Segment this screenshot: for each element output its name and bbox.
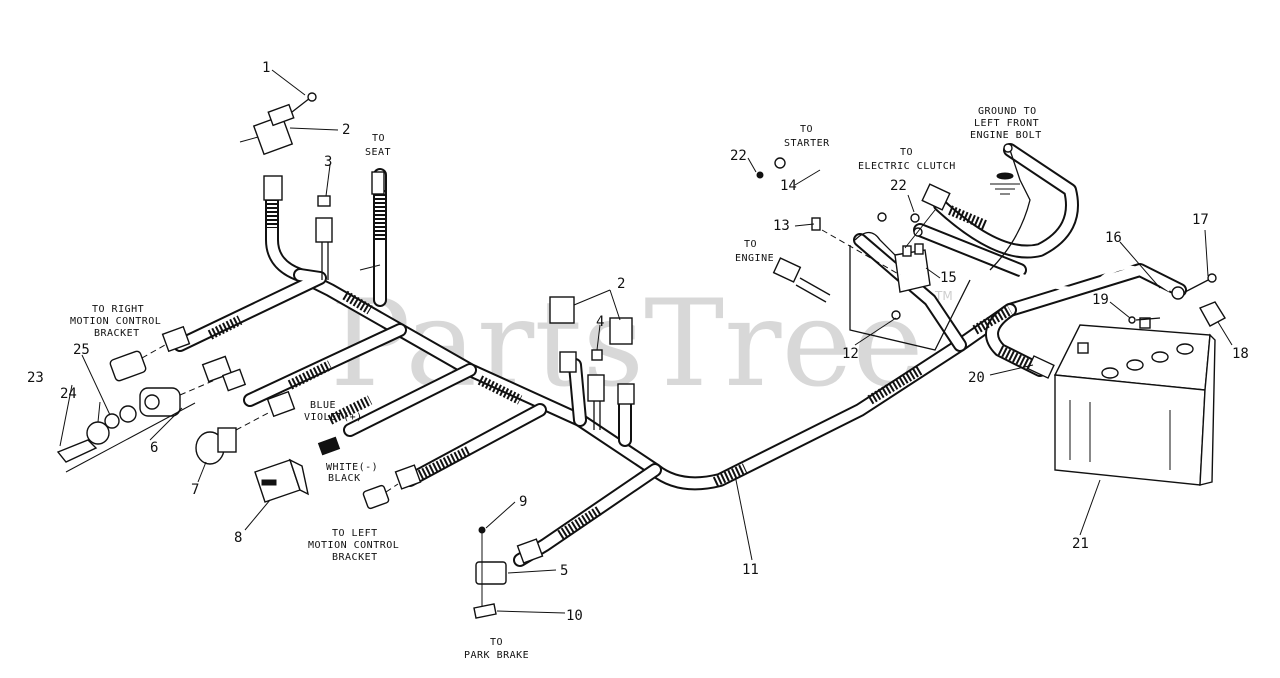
caption-to-seat-1: TO <box>372 133 385 144</box>
caption-left-motion-3: BRACKET <box>332 552 378 563</box>
caption-right-motion-1: TO RIGHT <box>92 304 144 315</box>
caption-wire-white: WHITE(-) <box>326 462 378 473</box>
caption-right-motion-3: BRACKET <box>94 328 140 339</box>
callout-21: 21 <box>1072 536 1089 552</box>
callout-5: 5 <box>560 563 568 579</box>
battery-bolt <box>1128 316 1161 324</box>
callout-2-upper: 2 <box>342 122 350 138</box>
callout-13: 13 <box>773 218 790 234</box>
right-motion-connector <box>109 325 247 392</box>
caption-park-brake-1: TO <box>490 637 503 648</box>
callout-16: 16 <box>1105 230 1122 246</box>
callout-14: 14 <box>780 178 797 194</box>
callout-6: 6 <box>150 440 158 456</box>
caption-ground-2: LEFT FRONT <box>974 118 1039 129</box>
caption-to-starter-2: STARTER <box>784 138 830 149</box>
hour-meter-and-switch <box>195 390 341 503</box>
caption-ground-1: GROUND TO <box>978 106 1037 117</box>
callout-25: 25 <box>73 342 90 358</box>
park-brake-switch <box>473 526 544 619</box>
callout-24: 24 <box>60 386 77 402</box>
callout-17: 17 <box>1192 212 1209 228</box>
ground-lead <box>989 143 1031 271</box>
callout-8: 8 <box>234 530 242 546</box>
leader-lines <box>59 69 1233 614</box>
screw <box>291 92 317 113</box>
callout-7: 7 <box>191 482 199 498</box>
starter-solenoid <box>811 209 971 351</box>
caption-to-starter-1: TO <box>800 124 813 135</box>
battery <box>1053 317 1216 486</box>
callout-22-right: 22 <box>890 178 907 194</box>
callout-4: 4 <box>596 314 604 330</box>
relay-upper <box>239 103 295 156</box>
relays-middle <box>549 296 635 430</box>
caption-to-seat-2: SEAT <box>365 147 391 158</box>
caption-left-motion-1: TO LEFT <box>332 528 378 539</box>
captions: TO SEAT TO STARTER TO ELECTRIC CLUTCH GR… <box>70 106 1042 661</box>
watermark-tm: TM <box>934 289 953 303</box>
caption-to-clutch-2: ELECTRIC CLUTCH <box>858 161 956 172</box>
callout-10: 10 <box>566 608 583 624</box>
callout-20: 20 <box>968 370 985 386</box>
ignition-key-assembly <box>56 379 216 473</box>
callouts: 1 2 3 2 4 5 6 7 8 9 10 11 12 13 14 15 16… <box>27 60 1249 624</box>
top-connectors <box>263 171 385 280</box>
starter-cable <box>756 157 887 222</box>
callout-9: 9 <box>519 494 527 510</box>
callout-11: 11 <box>742 562 759 578</box>
callout-22-left: 22 <box>730 148 747 164</box>
negative-cable <box>1027 355 1055 379</box>
callout-3: 3 <box>324 154 332 170</box>
callout-18: 18 <box>1232 346 1249 362</box>
loom-wraps <box>207 190 1033 540</box>
clutch-connector <box>921 183 951 211</box>
caption-to-engine-1: TO <box>744 239 757 250</box>
callout-19: 19 <box>1092 292 1109 308</box>
callout-1: 1 <box>262 60 270 76</box>
caption-wire-blue: BLUE <box>310 400 336 411</box>
caption-wire-black: BLACK <box>328 473 361 484</box>
caption-to-clutch-1: TO <box>900 147 913 158</box>
caption-wire-violet: VIOLET(+) <box>304 412 363 423</box>
caption-to-engine-2: ENGINE <box>735 253 774 264</box>
caption-left-motion-2: MOTION CONTROL <box>308 540 399 551</box>
caption-right-motion-2: MOTION CONTROL <box>70 316 161 327</box>
engine-connector <box>772 257 831 303</box>
callout-23: 23 <box>27 370 44 386</box>
battery-cable <box>1019 265 1226 327</box>
callout-15: 15 <box>940 270 957 286</box>
callout-2-middle: 2 <box>617 276 625 292</box>
caption-park-brake-2: PARK BRAKE <box>464 650 529 661</box>
callout-12: 12 <box>842 346 859 362</box>
caption-ground-3: ENGINE BOLT <box>970 130 1042 141</box>
left-motion-connector <box>362 464 422 510</box>
